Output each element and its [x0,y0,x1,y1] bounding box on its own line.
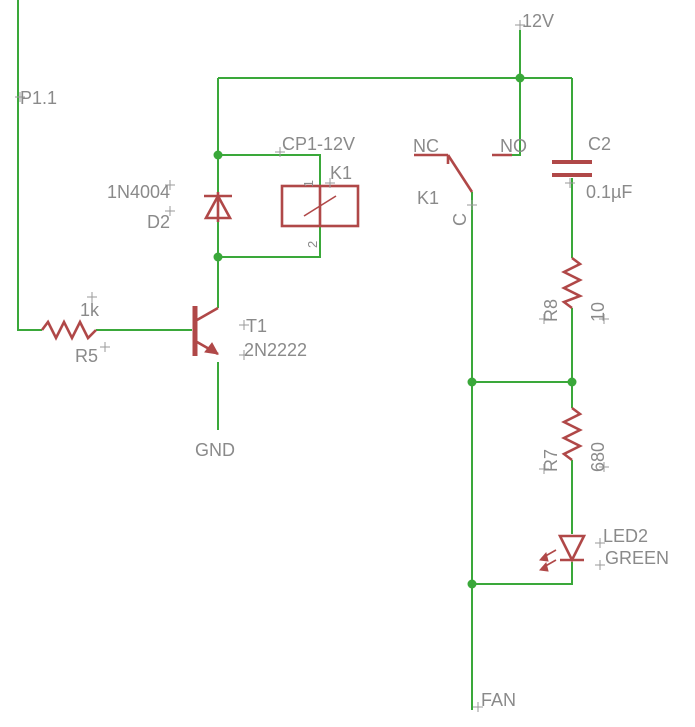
junction-dot [515,73,525,83]
diode-value: 1N4004 [107,182,170,202]
capacitor-name: C2 [588,134,611,154]
junction-dot [467,579,477,589]
resistor-r5-value: 1k [80,300,100,320]
origin-markers [15,20,609,712]
junctions [213,73,577,589]
wire-led-to-node [472,562,573,585]
net-label-fan: FAN [481,690,516,710]
relay-switch-name: K1 [417,188,439,208]
transistor-value: 2N2222 [244,340,307,360]
led-value: GREEN [605,548,669,568]
resistor-r7-name: R7 [541,449,561,472]
led-name: LED2 [603,526,648,546]
resistor-r8-name: R8 [541,299,561,322]
relay-switch-k1-symbol [414,153,512,193]
net-label-gnd: GND [195,440,235,460]
diode-name: D2 [147,212,170,232]
relay-coil-name: K1 [330,163,352,183]
wires [17,0,573,710]
wire-p11 [17,0,42,331]
net-label-12v: 12V [522,11,554,31]
relay-coil-pin1: 1 [301,180,316,187]
labels: P1.1 12V GND FAN CP1-12V K1 1 2 NC NO K1… [20,11,669,710]
capacitor-value: 0.1µF [586,182,632,202]
wire-coil-pin2 [218,226,321,258]
junction-dot [567,377,577,387]
resistor-r8-symbol [561,256,584,310]
resistor-r5-name: R5 [75,346,98,366]
net-label-p11: P1.1 [20,88,57,108]
relay-switch-no: NO [500,136,527,156]
led-led2-symbol [539,534,587,572]
transistor-name: T1 [246,316,267,336]
relay-switch-nc: NC [413,136,439,156]
relay-coil-value: CP1-12V [282,134,355,154]
junction-dot [213,252,223,262]
diode-d2-symbol [203,192,233,222]
relay-coil-k1-symbol [280,184,360,228]
resistor-r8-value: 10 [588,302,608,322]
wire-coil-pin1 [218,154,321,186]
relay-switch-common: C [450,213,470,226]
junction-dot [467,377,477,387]
capacitor-c2-symbol [552,160,592,177]
resistor-r7-symbol [561,406,583,462]
transistor-t1-symbol [192,306,219,356]
junction-dot [213,150,223,160]
resistor-r7-value: 680 [588,442,608,472]
relay-coil-pin2: 2 [305,241,320,248]
resistor-r5-symbol [40,319,97,341]
